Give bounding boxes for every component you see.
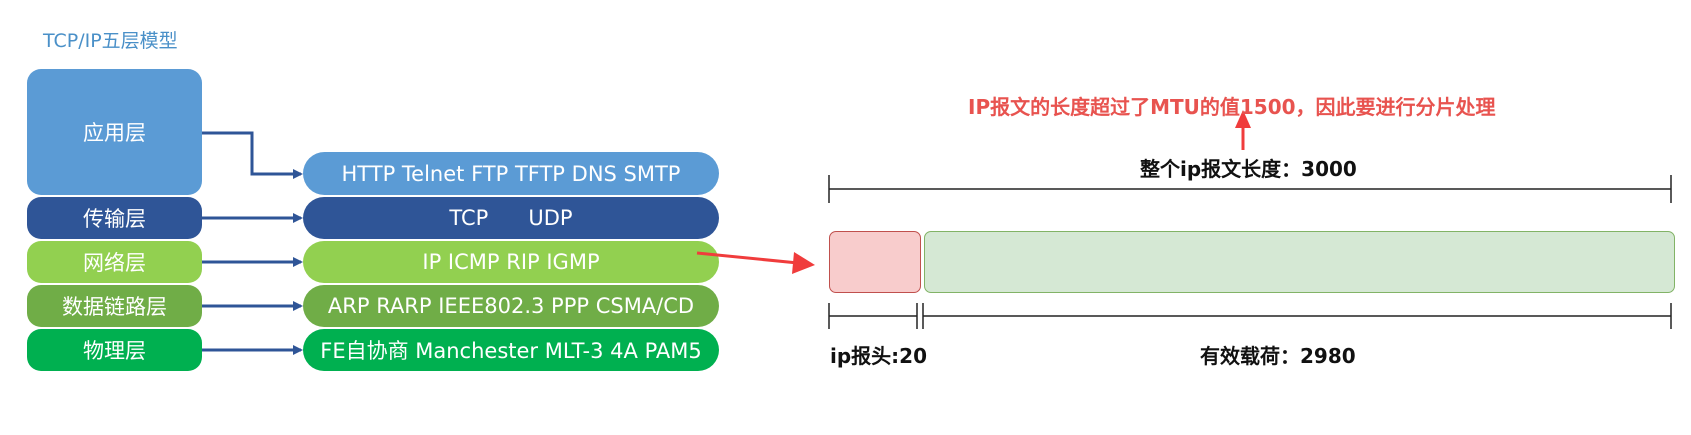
payload-length-label: 有效载荷：2980 — [1200, 344, 1356, 368]
diagram-title: TCP/IP五层模型 — [43, 30, 178, 52]
protocols-transport-text: TCP UDP — [449, 206, 573, 230]
payload-length-dimension — [922, 303, 1672, 329]
red-arrow-to-note — [1235, 110, 1251, 150]
layer-application: 应用层 — [27, 69, 202, 195]
total-length-dimension — [828, 175, 1672, 203]
layer-network-label: 网络层 — [83, 251, 146, 275]
header-length-dimension — [828, 303, 918, 329]
ip-header-segment — [829, 231, 921, 293]
protocols-network-text: IP ICMP RIP IGMP — [422, 250, 600, 274]
protocols-application: HTTP Telnet FTP TFTP DNS SMTP — [303, 152, 719, 195]
protocols-physical: FE自协商 Manchester MLT-3 4A PAM5 — [303, 329, 719, 371]
protocols-application-text: HTTP Telnet FTP TFTP DNS SMTP — [341, 161, 681, 186]
connector-application — [202, 131, 303, 179]
protocols-network: IP ICMP RIP IGMP — [303, 241, 719, 283]
layer-datalink-label: 数据链路层 — [62, 295, 167, 319]
protocols-physical-text: FE自协商 Manchester MLT-3 4A PAM5 — [320, 339, 702, 363]
fragmentation-note: IP报文的长度超过了MTU的值1500，因此要进行分片处理 — [968, 95, 1496, 119]
layer-application-label: 应用层 — [83, 121, 146, 145]
layer-physical: 物理层 — [27, 329, 202, 371]
total-length-label: 整个ip报文长度：3000 — [1140, 157, 1357, 181]
payload-segment — [924, 231, 1675, 293]
protocols-transport: TCP UDP — [303, 197, 719, 239]
layer-datalink: 数据链路层 — [27, 285, 202, 327]
layer-network: 网络层 — [27, 241, 202, 283]
layer-transport-label: 传输层 — [83, 207, 146, 231]
red-arrow-to-packet — [696, 251, 815, 274]
layer-physical-label: 物理层 — [83, 339, 146, 363]
header-length-label: ip报头:20 — [830, 344, 928, 368]
protocols-datalink: ARP RARP IEEE802.3 PPP CSMA/CD — [303, 285, 719, 327]
layer-transport: 传输层 — [27, 197, 202, 239]
protocols-datalink-text: ARP RARP IEEE802.3 PPP CSMA/CD — [327, 294, 695, 318]
